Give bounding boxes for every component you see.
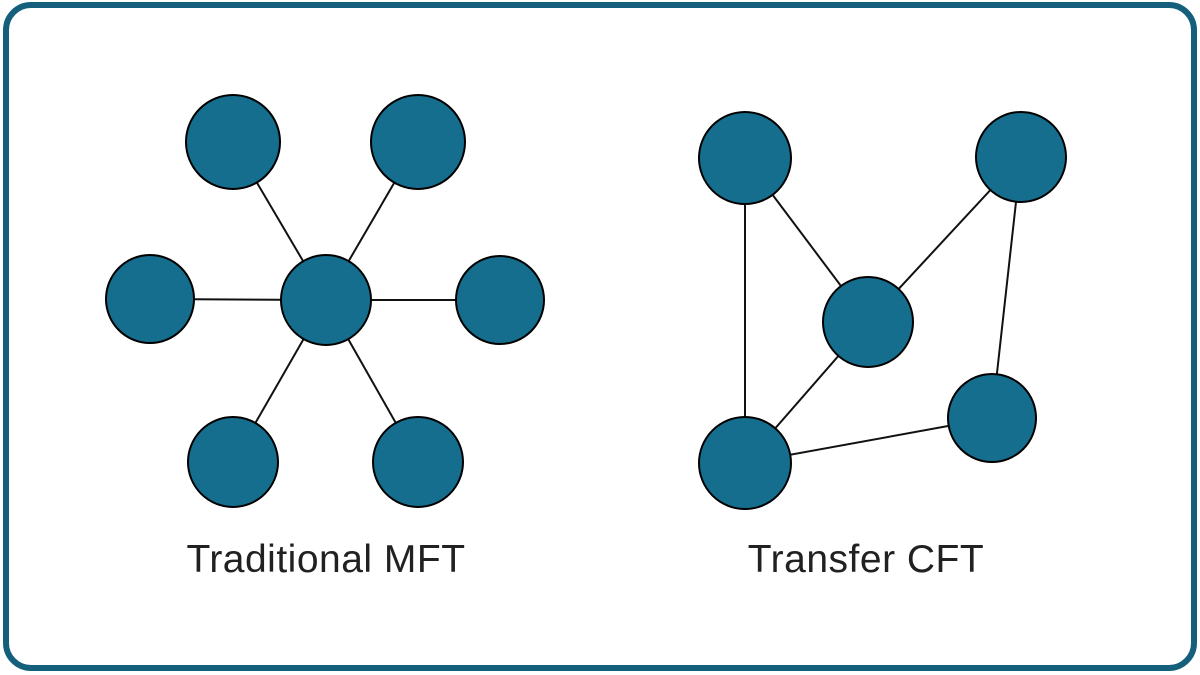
network-node-traditional-mft-bottom-right	[372, 416, 464, 508]
network-node-transfer-cft-bottom-left	[698, 416, 792, 510]
network-node-transfer-cft-center	[822, 276, 914, 368]
network-node-transfer-cft-top-left	[698, 111, 792, 205]
label-traditional-mft: Traditional MFT	[186, 538, 466, 581]
network-node-traditional-mft-top-left	[185, 94, 281, 190]
network-node-traditional-mft-left	[105, 254, 195, 344]
network-node-traditional-mft-bottom-left	[187, 416, 279, 508]
network-node-traditional-mft-top-right	[370, 94, 466, 190]
network-node-traditional-mft-right	[455, 255, 545, 345]
network-node-transfer-cft-bottom-right	[947, 373, 1037, 463]
network-node-transfer-cft-top-right	[975, 111, 1067, 203]
label-transfer-cft: Transfer CFT	[747, 538, 985, 581]
network-node-traditional-mft-hub	[280, 254, 372, 346]
